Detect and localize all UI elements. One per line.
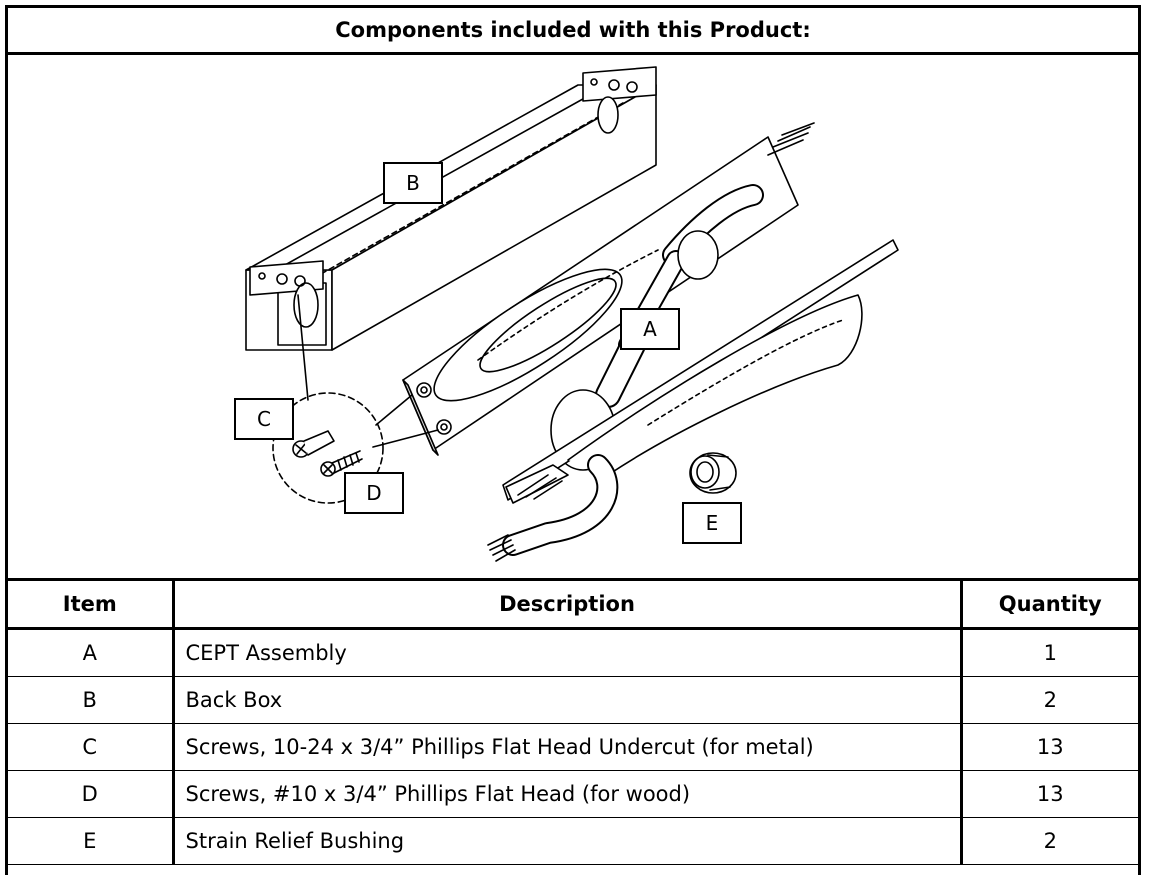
item-cell: E — [8, 817, 174, 865]
item-cell: B — [8, 676, 174, 724]
description-cell: Back Box — [171, 676, 962, 724]
quantity-cell: 13 — [959, 770, 1138, 818]
callout-b: B — [383, 162, 443, 204]
table-row: A CEPT Assembly 1 — [8, 628, 1138, 677]
description-cell: Screws, #10 x 3/4” Phillips Flat Head (f… — [171, 770, 962, 818]
page-title: Components included with this Product: — [8, 8, 1138, 55]
cept-assembly-drawing — [402, 122, 899, 562]
column-header-description: Description — [171, 578, 962, 630]
description-cell: Strain Relief Bushing — [171, 817, 962, 865]
quantity-cell: 13 — [959, 723, 1138, 771]
strain-relief-bushing-drawing — [689, 452, 737, 494]
quantity-cell: 1 — [959, 628, 1138, 677]
quantity-cell: 2 — [959, 676, 1138, 724]
table-row: B Back Box 2 — [8, 676, 1138, 724]
callout-c: C — [234, 398, 294, 440]
column-header-item: Item — [8, 578, 174, 630]
item-cell: A — [8, 628, 174, 677]
table-row: C Screws, 10-24 x 3/4” Phillips Flat Hea… — [8, 723, 1138, 771]
exploded-view-drawing — [245, 66, 899, 562]
table-header-row: Item Description Quantity — [8, 578, 1138, 630]
callout-e: E — [682, 502, 742, 544]
table-row: E Strain Relief Bushing 2 — [8, 817, 1138, 865]
description-cell: CEPT Assembly — [171, 628, 962, 677]
item-cell: D — [8, 770, 174, 818]
quantity-cell: 2 — [959, 817, 1138, 865]
column-header-quantity: Quantity — [959, 578, 1138, 630]
description-cell: Screws, 10-24 x 3/4” Phillips Flat Head … — [171, 723, 962, 771]
item-cell: C — [8, 723, 174, 771]
table-row: D Screws, #10 x 3/4” Phillips Flat Head … — [8, 770, 1138, 818]
components-illustration: B A C D E — [8, 55, 1138, 578]
callout-d: D — [344, 472, 404, 514]
callout-a: A — [620, 308, 680, 350]
components-sheet: Components included with this Product: — [5, 5, 1141, 875]
components-table: Item Description Quantity A CEPT Assembl… — [8, 578, 1138, 865]
